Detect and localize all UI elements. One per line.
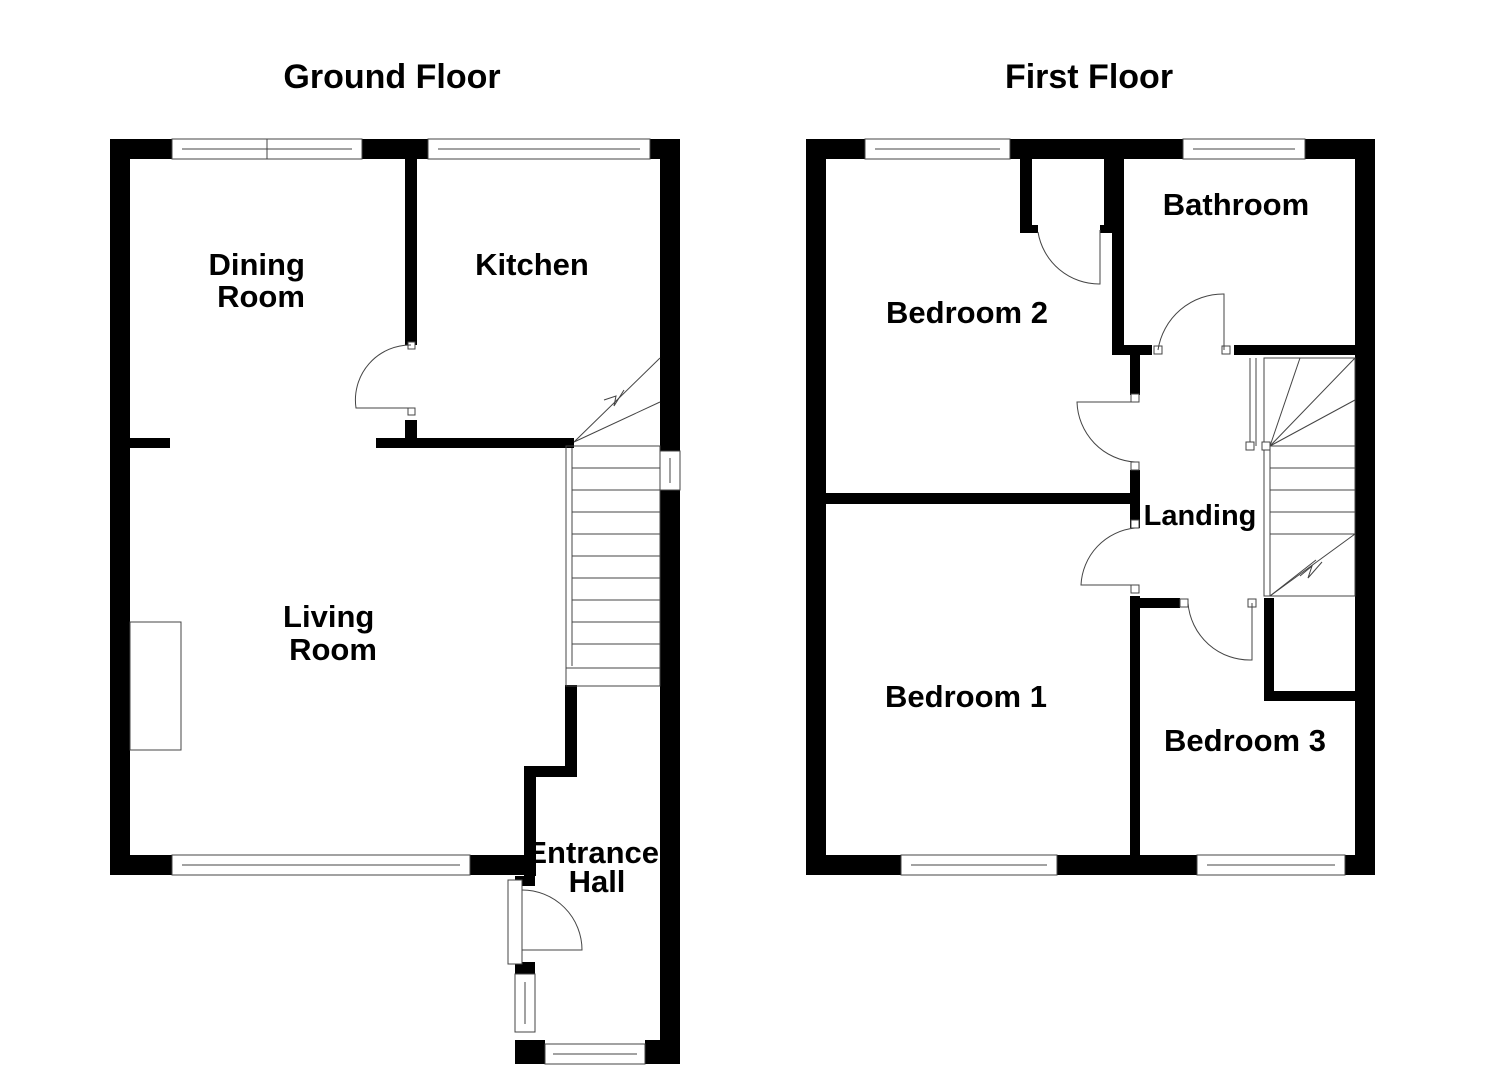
first-floor-title: First Floor <box>1005 58 1173 96</box>
room-label-kitchen: Kitchen <box>475 247 589 282</box>
room-label-living-room: Living Room <box>283 599 383 667</box>
room-label-dining-room: Dining Room <box>208 247 313 314</box>
room-label-line: Bedroom 2 <box>886 295 1048 330</box>
ground-floor-walls <box>110 139 680 1064</box>
first-floor-walls <box>806 139 1375 875</box>
ground-floor-room-labels: Dining Room Kitchen Living Room Entrance… <box>208 247 667 899</box>
room-label-line: Room <box>289 632 377 667</box>
first-floor-staircase <box>1245 357 1356 597</box>
room-label-bedroom-1: Bedroom 1 <box>885 679 1047 714</box>
room-label-line: Entrance <box>526 835 659 870</box>
room-label-bathroom: Bathroom <box>1163 187 1309 222</box>
room-label-landing: Landing <box>1144 500 1257 532</box>
first-floor-windows <box>864 138 1346 876</box>
room-label-entrance-hall: Entrance Hall <box>526 835 667 899</box>
room-label-bedroom-2: Bedroom 2 <box>886 295 1048 330</box>
room-label-line: Room <box>217 279 305 314</box>
ground-floor-windows <box>171 138 681 1065</box>
room-label-line: Dining <box>208 247 304 282</box>
room-label-bedroom-3: Bedroom 3 <box>1164 723 1326 758</box>
fireplace-hearth <box>129 621 182 751</box>
ground-floor-plan: Ground Floor <box>110 58 681 1065</box>
ground-floor-title: Ground Floor <box>283 58 500 96</box>
room-label-line: Bathroom <box>1163 187 1309 222</box>
first-floor-doors <box>1037 230 1257 661</box>
first-floor-plan: First Floor <box>806 58 1375 876</box>
room-label-line: Bedroom 1 <box>885 679 1047 714</box>
room-label-line: Kitchen <box>475 247 589 282</box>
room-label-line: Landing <box>1144 500 1257 532</box>
ground-floor-doors <box>354 341 583 965</box>
room-label-line: Living <box>283 599 374 634</box>
ground-floor-staircase <box>565 357 661 687</box>
room-label-line: Bedroom 3 <box>1164 723 1326 758</box>
room-label-line: Hall <box>569 864 626 899</box>
first-floor-room-labels: Bedroom 2 Bathroom Landing Bedroom 1 Bed… <box>885 187 1326 758</box>
